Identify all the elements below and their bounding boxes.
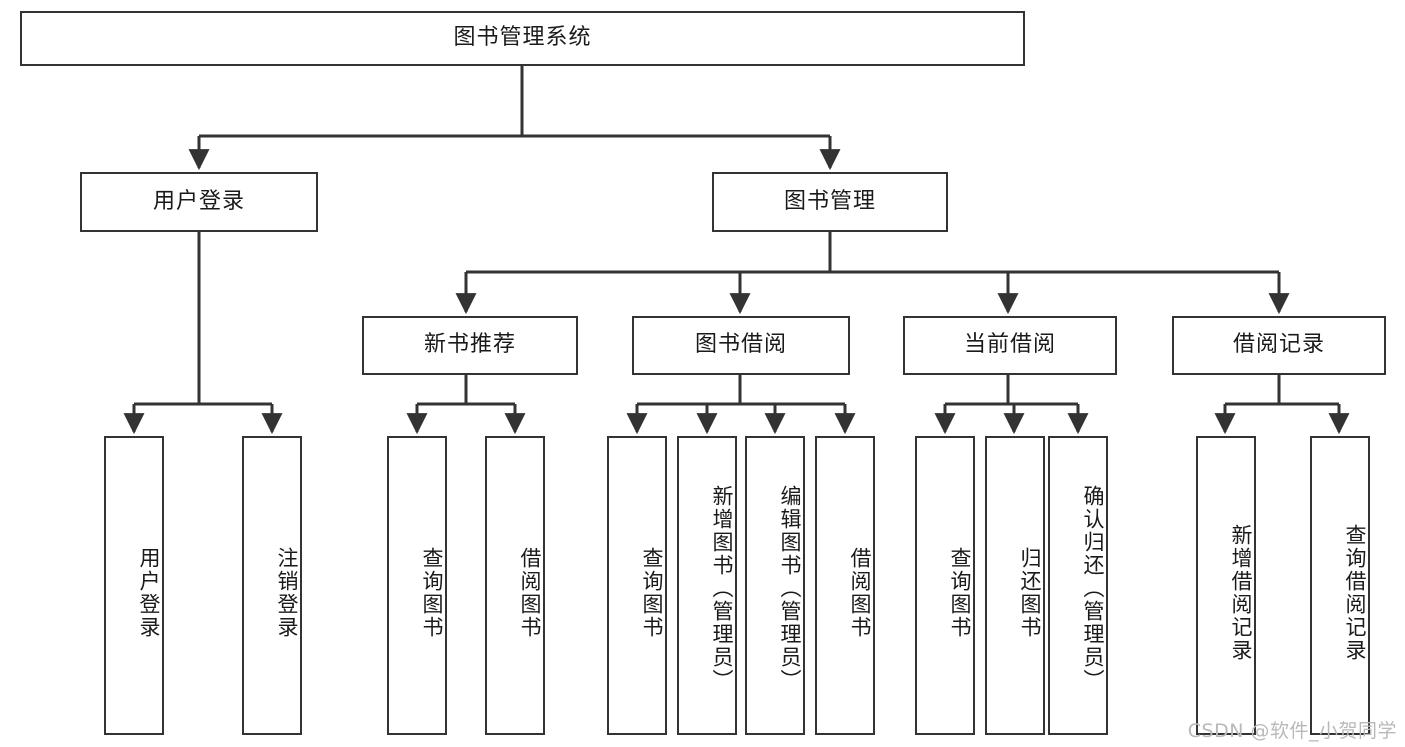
node-leaf-add-book-label: 新增图书（管理员）: [710, 485, 734, 692]
node-leaf-edit-book-label: 编辑图书（管理员）: [778, 485, 802, 692]
node-leaf-confirm-return[interactable]: 确认归还（管理员）: [1048, 436, 1108, 735]
node-leaf-return-book-label: 归还图书: [1018, 546, 1042, 639]
node-leaf-borrow-book-2[interactable]: 借阅图书: [815, 436, 875, 735]
node-leaf-add-record-label: 新增借阅记录: [1229, 523, 1253, 662]
node-leaf-query-book-3-label: 查询图书: [948, 546, 972, 639]
node-current-borrow-label: 当前借阅: [963, 332, 1056, 358]
node-leaf-add-book[interactable]: 新增图书（管理员）: [677, 436, 737, 735]
node-leaf-return-book[interactable]: 归还图书: [985, 436, 1045, 735]
node-borrow-record[interactable]: 借阅记录: [1172, 316, 1386, 375]
node-leaf-borrow-book-1[interactable]: 借阅图书: [485, 436, 545, 735]
node-user-login[interactable]: 用户登录: [80, 172, 318, 232]
node-leaf-borrow-book-1-label: 借阅图书: [518, 546, 542, 639]
node-leaf-borrow-book-2-label: 借阅图书: [848, 546, 872, 639]
node-current-borrow[interactable]: 当前借阅: [903, 316, 1117, 375]
node-leaf-add-record[interactable]: 新增借阅记录: [1196, 436, 1256, 735]
node-root-label: 图书管理系统: [453, 25, 592, 51]
node-leaf-confirm-return-label: 确认归还（管理员）: [1081, 485, 1105, 692]
node-leaf-logout-login[interactable]: 注销登录: [242, 436, 302, 735]
node-leaf-query-record[interactable]: 查询借阅记录: [1310, 436, 1370, 735]
node-book-borrow-label: 图书借阅: [694, 332, 787, 358]
node-book-borrow[interactable]: 图书借阅: [632, 316, 850, 375]
node-new-book-recommend[interactable]: 新书推荐: [362, 316, 578, 375]
node-leaf-user-login[interactable]: 用户登录: [104, 436, 164, 735]
node-leaf-query-book-2-label: 查询图书: [640, 546, 664, 639]
node-new-book-recommend-label: 新书推荐: [423, 332, 516, 358]
node-leaf-query-book-3[interactable]: 查询图书: [915, 436, 975, 735]
node-leaf-query-book-2[interactable]: 查询图书: [607, 436, 667, 735]
node-book-manage[interactable]: 图书管理: [712, 172, 948, 232]
node-user-login-label: 用户登录: [152, 188, 245, 214]
watermark-text: CSDN @软件_小贺同学: [1187, 720, 1397, 742]
node-borrow-record-label: 借阅记录: [1232, 332, 1325, 358]
node-leaf-query-record-label: 查询借阅记录: [1343, 523, 1367, 662]
node-book-manage-label: 图书管理: [783, 188, 876, 214]
node-leaf-logout-login-label: 注销登录: [275, 546, 299, 639]
node-leaf-user-login-label: 用户登录: [137, 546, 161, 639]
node-leaf-edit-book[interactable]: 编辑图书（管理员）: [745, 436, 805, 735]
node-root[interactable]: 图书管理系统: [20, 11, 1025, 66]
node-leaf-query-book-1-label: 查询图书: [420, 546, 444, 639]
node-leaf-query-book-1[interactable]: 查询图书: [387, 436, 447, 735]
